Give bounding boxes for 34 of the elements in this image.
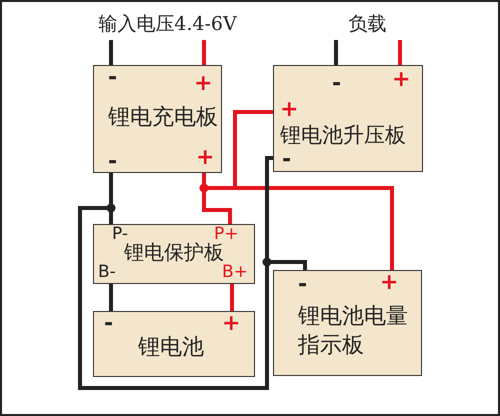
module-label: 锂电保护板 — [124, 241, 224, 263]
charger-board-box — [93, 65, 222, 173]
polarity-sign: - — [108, 66, 118, 90]
wire — [334, 40, 338, 65]
boost-board-box — [273, 65, 423, 172]
indicator-board-box — [273, 270, 422, 376]
battery-box — [93, 311, 255, 377]
input-voltage-label: 输入电压4.4-6V — [80, 8, 255, 40]
module-label: 锂电池 — [138, 336, 204, 360]
terminal-label: B+ — [222, 263, 248, 282]
protection-board-box — [93, 224, 255, 284]
wire — [202, 40, 206, 65]
module-label: 锂电池电量指示板 — [298, 303, 409, 360]
polarity-sign: - — [332, 72, 342, 96]
polarity-sign: + — [392, 68, 410, 92]
polarity-sign: - — [104, 312, 114, 336]
load-label: 负载 — [330, 8, 405, 40]
wire — [109, 40, 113, 65]
polarity-sign: + — [196, 146, 214, 170]
polarity-sign: + — [280, 98, 298, 122]
polarity-sign: - — [108, 150, 118, 174]
module-label: 锂电池升压板 — [280, 124, 406, 148]
polarity-sign: + — [222, 312, 240, 336]
module-label: 锂电充电板 — [108, 106, 218, 130]
polarity-sign: + — [380, 271, 398, 296]
wire — [230, 284, 234, 311]
terminal-label: B- — [98, 263, 116, 282]
terminal-label: P+ — [214, 225, 238, 244]
polarity-sign: + — [194, 72, 212, 96]
wire — [398, 40, 402, 65]
polarity-sign: - — [298, 273, 308, 298]
wire — [109, 284, 113, 311]
polarity-sign: - — [282, 148, 292, 172]
terminal-label: P- — [112, 225, 128, 244]
